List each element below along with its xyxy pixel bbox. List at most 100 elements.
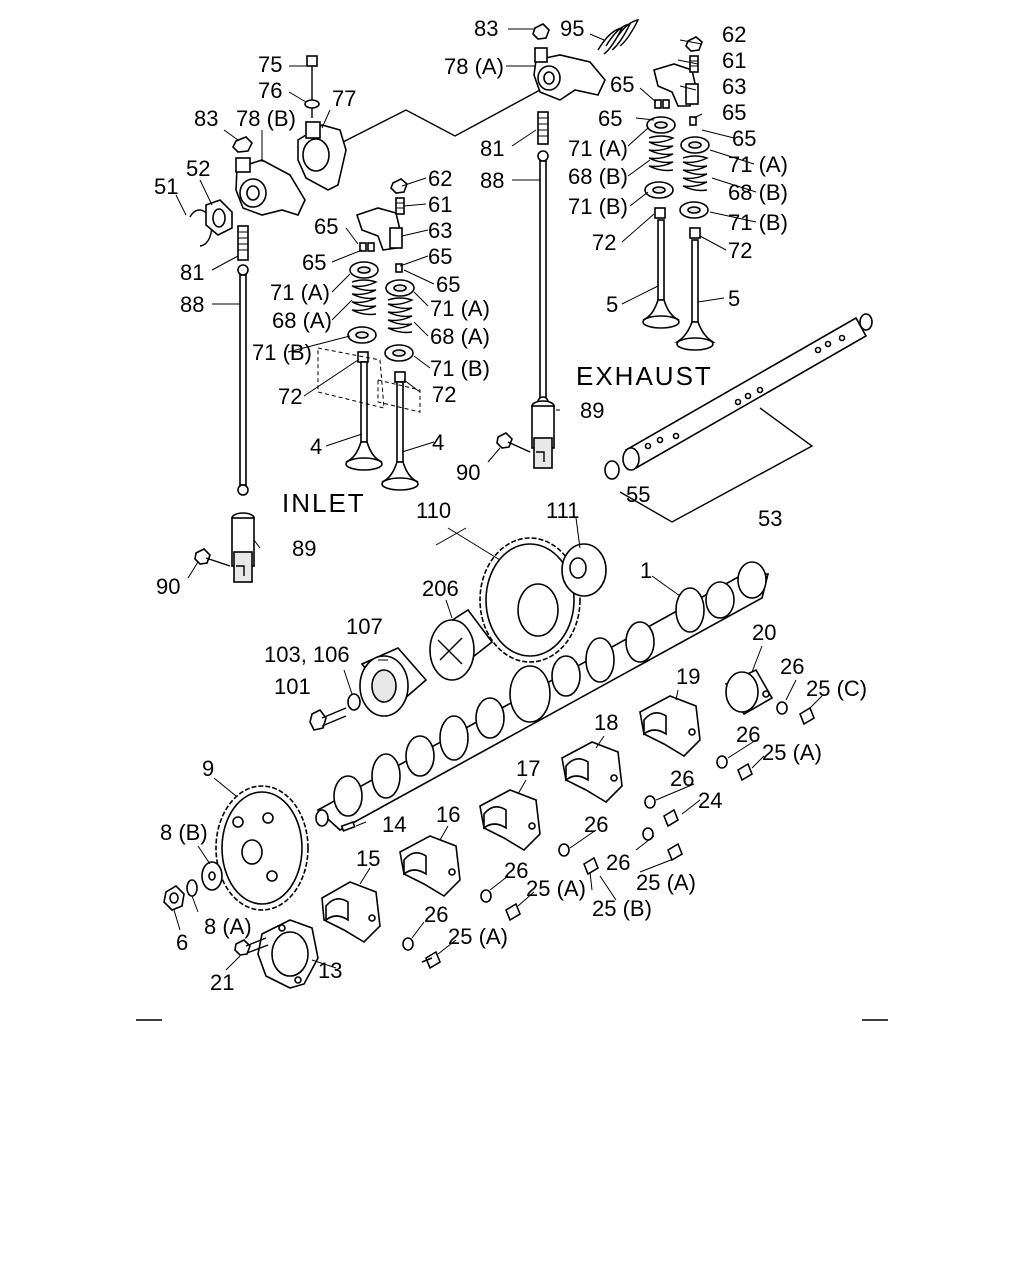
nut-62-exhaust [685,36,703,52]
valve-bridge-63-exhaust [653,63,699,107]
washers-26 [402,701,788,951]
spring-95 [597,19,640,55]
callout-4-left: 4 [310,434,322,459]
callout-111: 111 [546,498,579,523]
callout-26-16: 26 [504,858,528,883]
tappet-89-inlet [231,512,255,583]
callout-55: 55 [626,482,650,507]
bearing-cap-18 [561,741,623,804]
leader-lines [173,28,823,971]
callout-78b: 78 (B) [236,106,296,131]
callout-83-exhaust: 83 [474,16,498,41]
callout-71b-in-right: 71 (B) [430,356,490,381]
exhaust-label: EXHAUST [576,361,713,391]
adjust-screw-81-exhaust [537,111,549,145]
callout-65-in-d: 65 [436,272,460,297]
callout-89-inlet: 89 [292,536,316,561]
thrust-plate-111 [561,543,607,597]
idler-gear-110 [479,537,581,663]
cam-gear-9 [215,785,309,911]
callout-65-in-c: 65 [428,244,452,269]
callout-25b: 25 (B) [592,896,652,921]
valve-4-inlet-right [381,381,419,491]
callout-68b-ex-left: 68 (B) [568,164,628,189]
bearing-cap-15 [321,881,381,944]
callout-17: 17 [516,756,540,781]
retainer-71a-inlet-right [385,279,415,297]
valve-5-exhaust-right [674,239,716,351]
seal-72-exhaust-right [689,227,701,239]
callout-25a-18: 25 (A) [636,870,696,895]
callout-89-exhaust: 89 [580,398,604,423]
valve-bridge-63-inlet [355,207,403,251]
bolt-90-inlet [194,548,231,567]
rocker-shaft-53 [622,313,873,471]
callout-90-inlet: 90 [156,574,180,599]
valve-guide-dashed [317,347,421,413]
callout-26-17: 26 [584,812,608,837]
nut-62-inlet [390,178,408,194]
seal-72-exhaust-left [654,207,666,219]
callout-8b: 8 (B) [160,820,208,845]
callout-110: 110 [416,498,451,523]
leader-bracket-53 [619,407,814,523]
valve-5-exhaust-left [642,219,680,329]
callout-26-18b: 26 [606,850,630,875]
callout-25c: 25 (C) [806,676,867,701]
inlet-label: INLET [282,488,366,518]
callout-16: 16 [436,802,460,827]
adjust-screw-81-inlet [237,225,249,261]
plug-55 [604,460,620,480]
callout-9: 9 [202,756,214,781]
callout-26-18: 26 [670,766,694,791]
callout-26-20: 26 [780,654,804,679]
callout-81-inlet: 81 [180,260,204,285]
callout-72-ex-right: 72 [728,238,752,263]
washer-76 [304,99,320,109]
washer-8b [201,861,223,891]
bolt-61-exhaust [689,55,699,73]
push-rod-88-inlet [237,264,249,496]
callout-72-in-left: 72 [278,384,302,409]
callout-72-ex-left: 72 [592,230,616,255]
callout-61-inlet: 61 [428,192,452,217]
callout-71a-ex-right: 71 (A) [728,152,788,177]
bolt-61-inlet [395,197,405,215]
callout-5-left: 5 [606,292,618,317]
callout-71a-in-left: 71 (A) [270,280,330,305]
callout-63-inlet: 63 [428,218,452,243]
callout-15: 15 [356,846,380,871]
callout-81-exhaust: 81 [480,136,504,161]
callout-6: 6 [176,930,188,955]
callout-62-exhaust: 62 [722,22,746,47]
callout-107: 107 [346,614,383,639]
callout-18: 18 [594,710,618,735]
bolt-90-exhaust [496,432,531,453]
camshaft-1 [315,561,770,831]
retainer-71a-exhaust-left [646,116,676,134]
nut-83-inlet [232,136,253,153]
callout-8a: 8 (A) [204,914,252,939]
callout-19: 19 [676,664,700,689]
callout-52: 52 [186,156,210,181]
valve-4-inlet-left [345,361,383,471]
callout-95: 95 [560,16,584,41]
bearing-cap-17 [479,789,541,852]
callout-65-in-b: 65 [302,250,326,275]
callout-21: 21 [210,970,234,995]
callout-65-ex-c: 65 [722,100,746,125]
key-14 [340,821,356,832]
seat-71b-exhaust-right [679,201,709,219]
callout-25a-16: 25 (A) [526,876,586,901]
callout-26-19: 26 [736,722,760,747]
callout-61-exhaust: 61 [722,48,746,73]
callout-206: 206 [422,576,459,601]
bearing-cap-19 [639,695,701,758]
nut-83-exhaust [532,23,550,40]
bolts-24-25 [421,706,815,970]
callout-76: 76 [258,78,282,103]
callout-24: 24 [698,788,722,813]
callout-77: 77 [332,86,356,111]
callout-65-ex-d: 65 [732,126,756,151]
